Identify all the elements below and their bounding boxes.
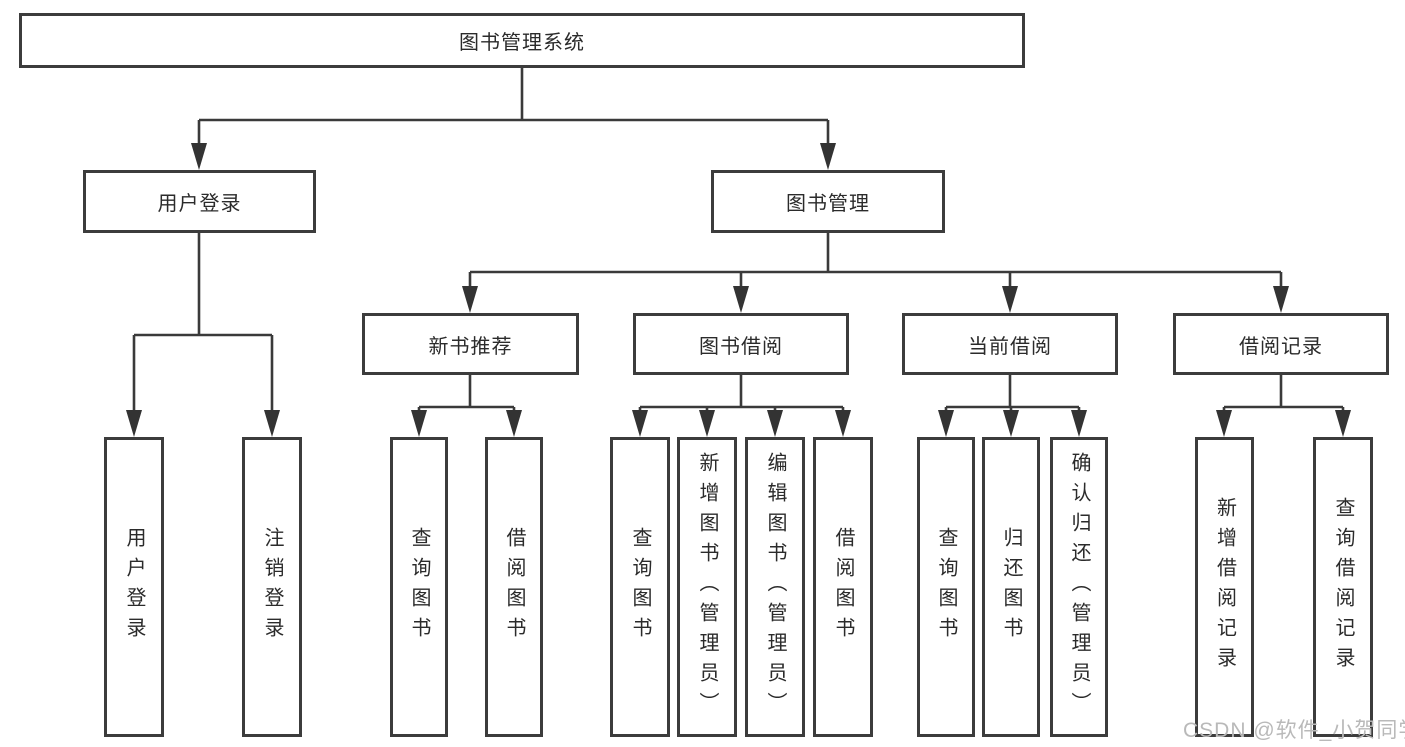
node-leaf-cb-return-books: 归还图书: [982, 437, 1040, 737]
node-label: 图书借阅: [699, 335, 783, 358]
node-leaf-cb-confirm-return-admin: 确认归还（管理员）: [1050, 437, 1108, 737]
node-label: 新书推荐: [428, 335, 513, 358]
edge-book-mgmt-to-level3: [468, 233, 1283, 293]
node-leaf-user-login: 用户登录: [104, 437, 164, 737]
edge-root-to-level2: [197, 68, 830, 150]
arrowhead: [632, 410, 648, 437]
node-label: 注销登录: [261, 527, 283, 647]
arrowhead: [767, 410, 783, 437]
node-root: 图书管理系统: [19, 13, 1025, 68]
node-label: 查询图书: [629, 527, 651, 647]
node-label: 用户登录: [123, 527, 145, 647]
node-label: 编辑图书（管理员）: [764, 452, 786, 722]
node-label: 查询借阅记录: [1332, 497, 1354, 677]
watermark: CSDN @软件_小贺同学: [1183, 719, 1405, 742]
node-leaf-nb-borrow-books: 借阅图书: [485, 437, 543, 737]
node-leaf-br-query-record: 查询借阅记录: [1313, 437, 1373, 737]
node-borrow-record: 借阅记录: [1173, 313, 1389, 375]
arrowhead: [506, 410, 522, 437]
node-book-mgmt: 图书管理: [711, 170, 945, 233]
arrowhead: [1003, 410, 1019, 437]
node-new-book-rec: 新书推荐: [362, 313, 579, 375]
arrowhead: [835, 410, 851, 437]
arrowhead: [1216, 410, 1232, 437]
node-user-login: 用户登录: [83, 170, 316, 233]
node-label: 借阅记录: [1239, 335, 1323, 358]
node-label: 图书管理: [786, 193, 870, 215]
arrowhead: [1273, 286, 1289, 313]
arrowhead: [699, 410, 715, 437]
arrowhead: [938, 410, 954, 437]
arrowhead: [126, 410, 142, 437]
arrowhead: [191, 143, 207, 170]
arrowhead: [1071, 410, 1087, 437]
arrowhead: [264, 410, 280, 437]
edge-user-login-to-leaves: [132, 233, 274, 417]
arrowhead: [1335, 410, 1351, 437]
edge-borrow-record-to-leaves: [1222, 375, 1345, 417]
arrowhead: [820, 143, 836, 170]
node-label: 新增借阅记录: [1213, 497, 1236, 677]
node-label: 图书管理系统: [459, 32, 585, 54]
node-leaf-logout: 注销登录: [242, 437, 302, 737]
node-label: 用户登录: [157, 193, 242, 215]
arrowhead: [733, 286, 749, 313]
node-book-borrow: 图书借阅: [633, 313, 849, 375]
node-label: 当前借阅: [968, 335, 1052, 358]
node-label: 新增图书（管理员）: [696, 452, 718, 722]
edge-book-borrow-to-leaves: [638, 375, 845, 417]
node-leaf-cb-query-books: 查询图书: [917, 437, 975, 737]
node-label: 借阅图书: [832, 527, 854, 647]
node-label: 借阅图书: [503, 527, 525, 647]
node-label: 归还图书: [1000, 527, 1022, 647]
arrowhead: [1002, 286, 1018, 313]
node-label: 查询图书: [935, 527, 957, 647]
edge-new-book-rec-to-leaves: [417, 375, 516, 417]
node-label: 确认归还（管理员）: [1068, 452, 1090, 722]
node-leaf-bb-query-books: 查询图书: [610, 437, 670, 737]
arrowhead: [411, 410, 427, 437]
node-label: 查询图书: [408, 527, 430, 647]
node-leaf-bb-borrow-books: 借阅图书: [813, 437, 873, 737]
node-current-borrow: 当前借阅: [902, 313, 1118, 375]
arrowhead: [462, 286, 478, 313]
node-leaf-nb-query-books: 查询图书: [390, 437, 448, 737]
node-leaf-bb-edit-books-admin: 编辑图书（管理员）: [745, 437, 805, 737]
node-leaf-bb-add-books-admin: 新增图书（管理员）: [677, 437, 737, 737]
node-leaf-br-add-record: 新增借阅记录: [1195, 437, 1254, 737]
